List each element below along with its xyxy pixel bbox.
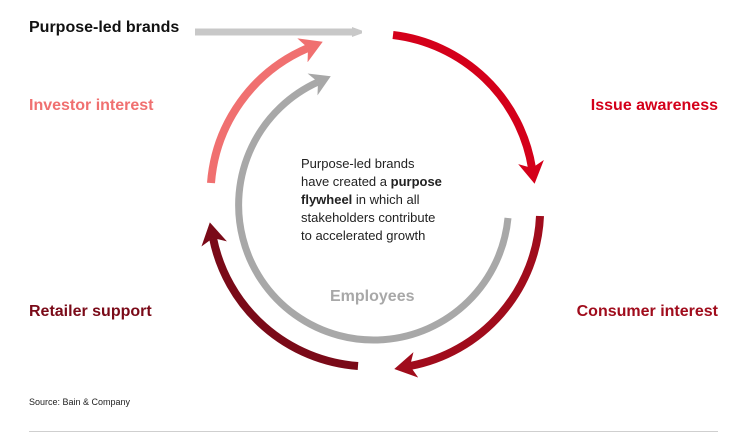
center-line-2: have created a purpose [301, 174, 442, 189]
retailer-support-arrow [201, 222, 359, 370]
investor-interest-arrow [207, 38, 323, 184]
center-line-1: Purpose-led brands [301, 156, 415, 171]
retailer-support-label: Retailer support [29, 303, 152, 320]
consumer-interest-label: Consumer interest [576, 303, 718, 320]
center-line-5: to accelerated growth [301, 228, 426, 243]
footer-divider [29, 431, 718, 432]
issue-awareness-arrow [392, 31, 544, 184]
issue-awareness-label: Issue awareness [590, 97, 718, 114]
center-line-4: stakeholders contribute [301, 210, 436, 225]
employees-label: Employees [330, 288, 415, 305]
center-line-3: flywheel in which all [301, 192, 420, 207]
purpose-led-brands-label: Purpose-led brands [29, 19, 180, 36]
employees-arrow [235, 73, 512, 344]
center-description: Purpose-led brands have created a purpos… [301, 155, 471, 245]
consumer-interest-arrow [394, 215, 544, 378]
source-note: Source: Bain & Company [29, 397, 131, 407]
investor-interest-label: Investor interest [29, 97, 154, 114]
